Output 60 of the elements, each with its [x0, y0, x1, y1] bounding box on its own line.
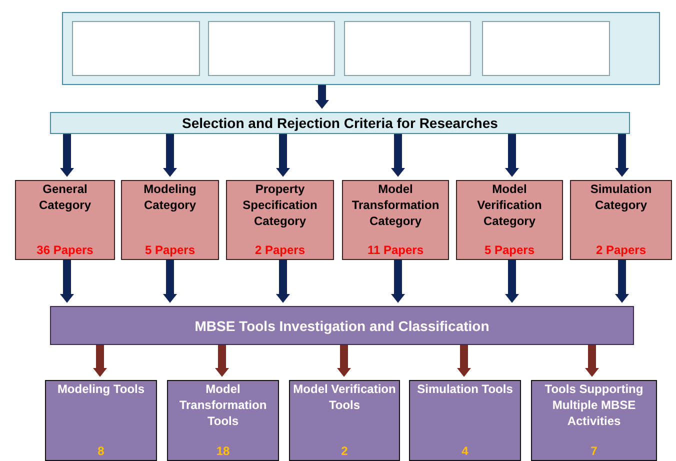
category-title: Model Transformation Category [350, 181, 440, 229]
count-label: 2 Papers [596, 243, 646, 257]
arrow [391, 134, 405, 177]
category-box [570, 180, 672, 260]
arrow [615, 134, 629, 177]
category-box [226, 180, 334, 260]
arrow [391, 260, 405, 303]
category-title: Simulation Category [589, 181, 653, 213]
arrow [315, 85, 329, 109]
count-label: 18 [216, 444, 230, 458]
count-label: 36 Papers [36, 243, 94, 257]
count-label: 8 [98, 444, 104, 458]
arrow [505, 260, 519, 303]
sources-panel [62, 12, 660, 85]
arrow [276, 260, 290, 303]
arrow [60, 134, 74, 177]
arrow [163, 134, 177, 177]
category-title: Simulation Tools [417, 381, 513, 397]
criteria-bar [50, 112, 630, 134]
count-label: 7 [590, 444, 598, 458]
category-box [121, 180, 219, 260]
category-title: Modeling Tools [57, 381, 145, 397]
count-label: 2 [341, 444, 348, 458]
category-title: Modeling Category [142, 181, 198, 213]
arrow [615, 260, 629, 303]
category-title: Property Specification Category [242, 181, 318, 229]
arrow [93, 345, 107, 377]
count-label: 5 Papers [484, 243, 535, 257]
arrow [60, 260, 74, 303]
arrow [276, 134, 290, 177]
count-label: 4 [462, 444, 468, 458]
tool-category-box [531, 380, 657, 461]
tool-category-box [167, 380, 279, 461]
category-box [15, 180, 115, 260]
source-box [72, 21, 200, 76]
tool-category-box [289, 380, 400, 461]
classification-bar [50, 306, 634, 345]
category-title: Tools Supporting Multiple MBSE Activities [544, 381, 644, 429]
arrow [585, 345, 599, 377]
arrow [505, 134, 519, 177]
tool-category-box [409, 380, 521, 461]
source-box [344, 21, 471, 76]
count-label: 5 Papers [144, 243, 196, 257]
category-title: Model Verification Category [476, 181, 543, 229]
category-box [342, 180, 449, 260]
source-box [208, 21, 335, 76]
arrow [457, 345, 471, 377]
arrow [163, 260, 177, 303]
arrow [337, 345, 351, 377]
source-box [482, 21, 610, 76]
category-title: Model Transformation Tools [178, 381, 268, 429]
category-title: Model Verification Tools [292, 381, 397, 413]
category-box [456, 180, 563, 260]
count-label: 11 Papers [367, 243, 424, 257]
count-label: 2 Papers [254, 243, 306, 257]
category-title: MBSE Tools Investigation and Classification [194, 318, 490, 334]
tool-category-box [45, 380, 157, 461]
arrow [215, 345, 229, 377]
category-title: General Category [38, 181, 92, 213]
category-title: Selection and Rejection Criteria for Researches [182, 115, 498, 131]
